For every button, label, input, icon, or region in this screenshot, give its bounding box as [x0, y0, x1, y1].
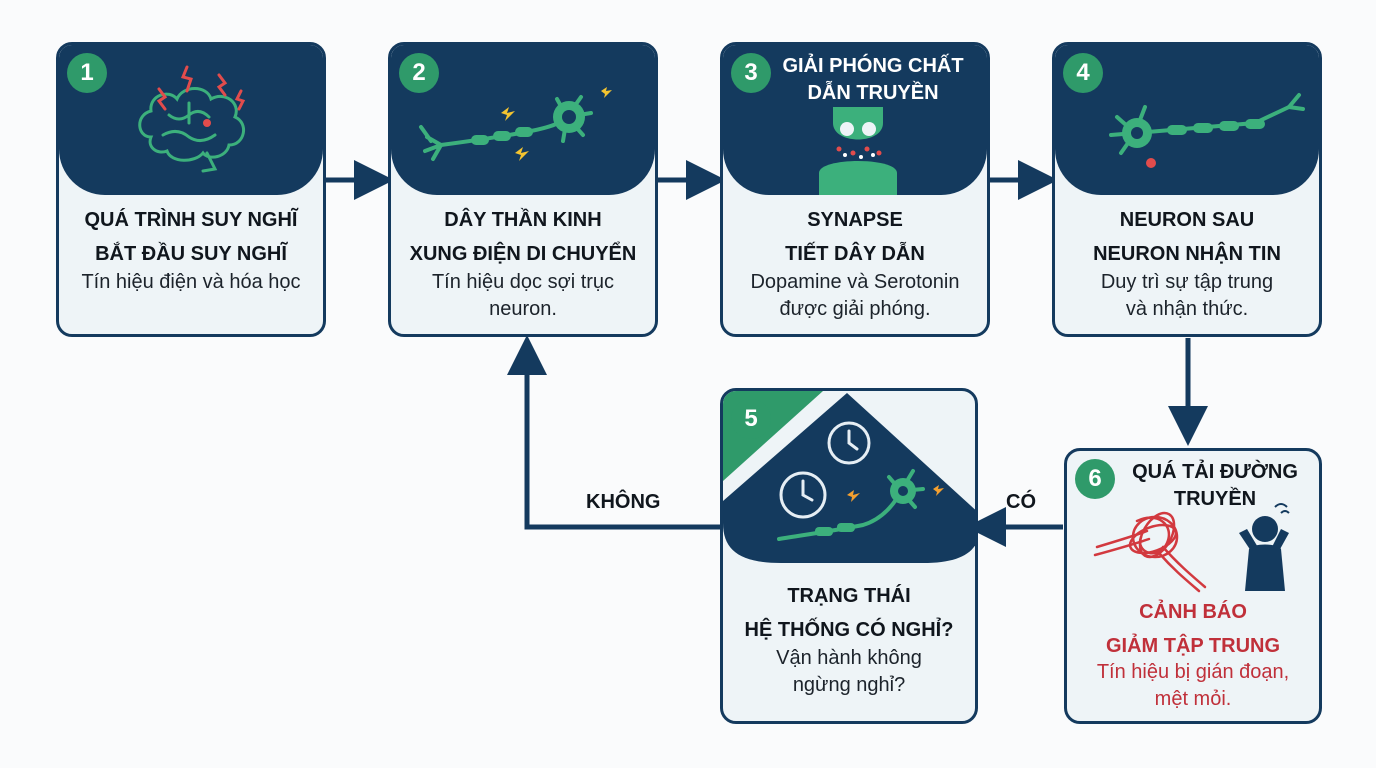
step-6-title: CẢNH BÁO GIẢM TẬP TRUNG: [1105, 601, 1281, 657]
step-3-top-title: GIẢI PHÓNG CHẤT DẪN TRUYỀN: [782, 55, 964, 104]
step-2-title: DÂY THẦN KINH XUNG ĐIỆN DI CHUYỂN: [409, 209, 637, 265]
step-3-description: Dopamine và Serotonin được giải phóng.: [750, 271, 960, 320]
edge-label-no: KHÔNG: [586, 491, 661, 513]
step-6-top-title: QUÁ TẢI ĐƯỜNG TRUYỀN: [1132, 461, 1298, 510]
step-5-card: 5 TRẠNG THÁI HỆ THỐNG CÓ NGHỈ? Vận hành …: [720, 388, 978, 724]
step-1-title: QUÁ TRÌNH SUY NGHĨ BẮT ĐẦU SUY NGHĨ: [84, 209, 298, 265]
step-2-description: Tín hiệu dọc sợi trục neuron.: [431, 271, 615, 320]
neuron-icon: [1109, 93, 1305, 168]
step-4-description: Duy trì sự tập trung và nhận thức.: [1100, 271, 1274, 320]
step-1-badge: 1: [67, 53, 107, 93]
step-4-badge: 4: [1063, 53, 1103, 93]
neuron-icon: [419, 87, 612, 161]
step-1-description: Tín hiệu điện và hóa học: [81, 271, 301, 293]
step-4-card: 4 NEURON SAU NEURON NHẬN TIN Duy trì sự …: [1052, 42, 1322, 337]
step-1-card: 1 QUÁ TRÌNH SUY NGHĨ BẮT ĐẦU SUY NGHĨ Tí…: [56, 42, 326, 337]
tangled-nerves-icon: [1093, 503, 1290, 593]
brain-icon: [138, 65, 246, 173]
step-2-badge: 2: [399, 53, 439, 93]
step-3-badge: 3: [731, 53, 771, 93]
step-5-badge: 5: [731, 399, 771, 439]
step-5-description: Vận hành không ngừng nghỉ?: [776, 647, 922, 696]
step-3-card: 3 GIẢI PHÓNG CHẤT DẪN TRUYỀN SYNAPSE TIẾ…: [720, 42, 990, 337]
step-4-title: NEURON SAU NEURON NHẬN TIN: [1093, 209, 1281, 265]
arrow-5-2: [507, 335, 722, 530]
step-3-title: SYNAPSE TIẾT DÂY DẪN: [785, 209, 925, 265]
edge-label-yes: CÓ: [1006, 491, 1036, 513]
step-5-title: TRẠNG THÁI HỆ THỐNG CÓ NGHỈ?: [744, 585, 954, 641]
step-6-description: Tín hiệu bị gián đoạn, mệt mỏi.: [1096, 661, 1290, 710]
step-6-badge: 6: [1075, 459, 1115, 499]
step-2-card: 2 DÂY THẦN KINH XUNG ĐIỆN DI CHUYỂN Tín …: [388, 42, 658, 337]
synapse-icon: [819, 107, 897, 195]
step-6-card: 6 QUÁ TẢI ĐƯỜNG TRUYỀN CẢNH BÁO GIẢM TẬP: [1064, 448, 1322, 724]
